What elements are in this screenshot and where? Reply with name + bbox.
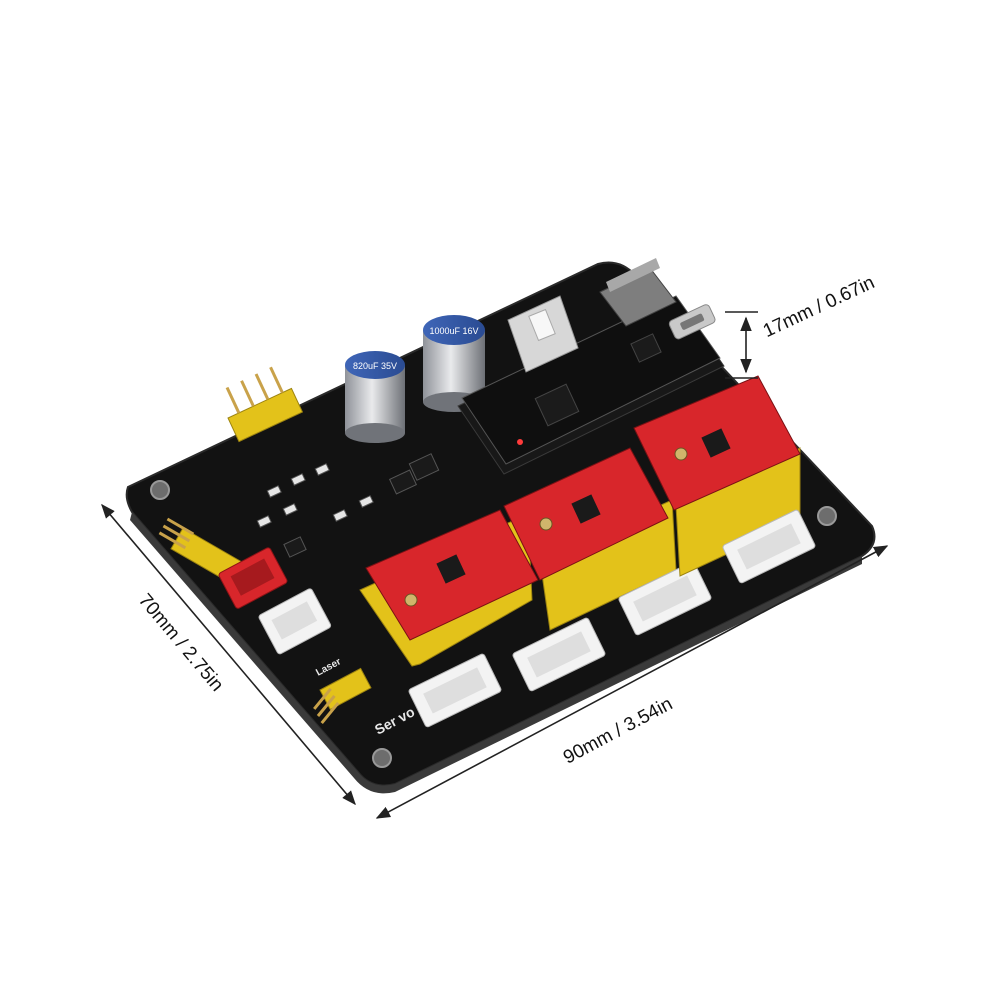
dc-jack — [599, 258, 677, 327]
capacitor-right-label: 1000uF 16V — [429, 326, 478, 336]
mount-hole-icon — [372, 748, 392, 768]
capacitor-right: 1000uF 16V — [423, 315, 485, 412]
width-dimension-line — [375, 545, 889, 819]
dimension-lines — [101, 311, 889, 819]
capacitor-left-label: 820uF 35V — [353, 361, 397, 371]
arduino-nano — [457, 295, 725, 475]
capacitor-left: 820uF 35V — [345, 351, 405, 443]
mount-hole-icon — [150, 480, 170, 500]
depth-dimension-line — [101, 503, 356, 806]
power-switch — [507, 295, 579, 373]
mount-hole-icon — [817, 506, 837, 526]
